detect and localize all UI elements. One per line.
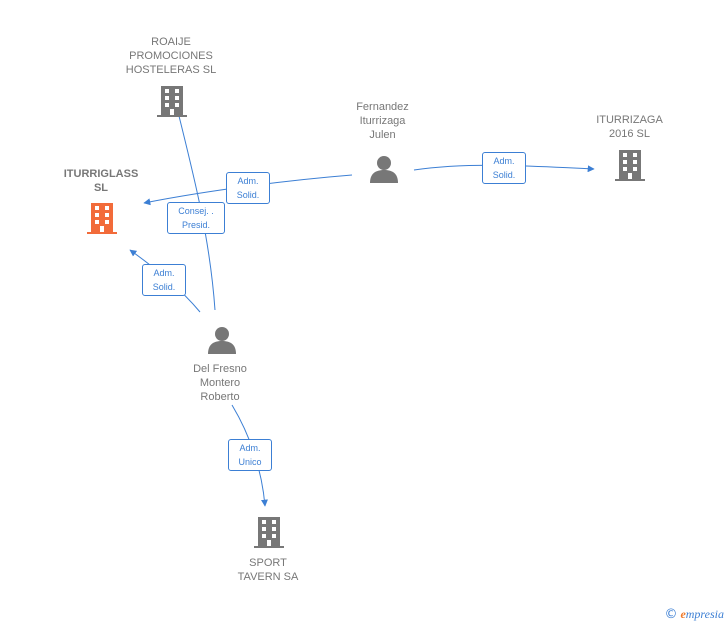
node-label-sport[interactable]: SPORT TAVERN SA	[237, 557, 299, 583]
person-icon[interactable]	[370, 156, 398, 183]
brand-initial: e	[680, 607, 686, 621]
node-label-roaije[interactable]: ROAIJE PROMOCIONES HOSTELERAS SL	[125, 36, 217, 76]
building-icon[interactable]	[254, 517, 284, 548]
node-label-iturrizaga2016[interactable]: ITURRIZAGA 2016 SL	[596, 114, 663, 140]
edge-label-consej-presid: Consej. . Presid.	[167, 202, 225, 234]
brand-logo: © empresia	[664, 607, 724, 622]
edge-label-adm-solid: Adm. Solid.	[142, 264, 186, 296]
copyright-icon: ©	[664, 607, 678, 622]
brand-name: mpresia	[685, 607, 724, 621]
node-label-iturriglass[interactable]: ITURRIGLASS SL	[63, 168, 139, 194]
building-icon[interactable]	[615, 150, 645, 181]
person-icon[interactable]	[208, 327, 236, 354]
edge-label-adm-unico: Adm. Unico	[228, 439, 272, 471]
node-label-delfresno[interactable]: Del Fresno Montero Roberto	[193, 363, 247, 403]
edge-label-adm-solid: Adm. Solid.	[482, 152, 526, 184]
node-label-fernandez[interactable]: Fernandez Iturrizaga Julen	[356, 101, 409, 141]
building-icon[interactable]	[157, 86, 187, 117]
building-icon[interactable]	[87, 203, 117, 234]
edge-label-adm-solid: Adm. Solid.	[226, 172, 270, 204]
